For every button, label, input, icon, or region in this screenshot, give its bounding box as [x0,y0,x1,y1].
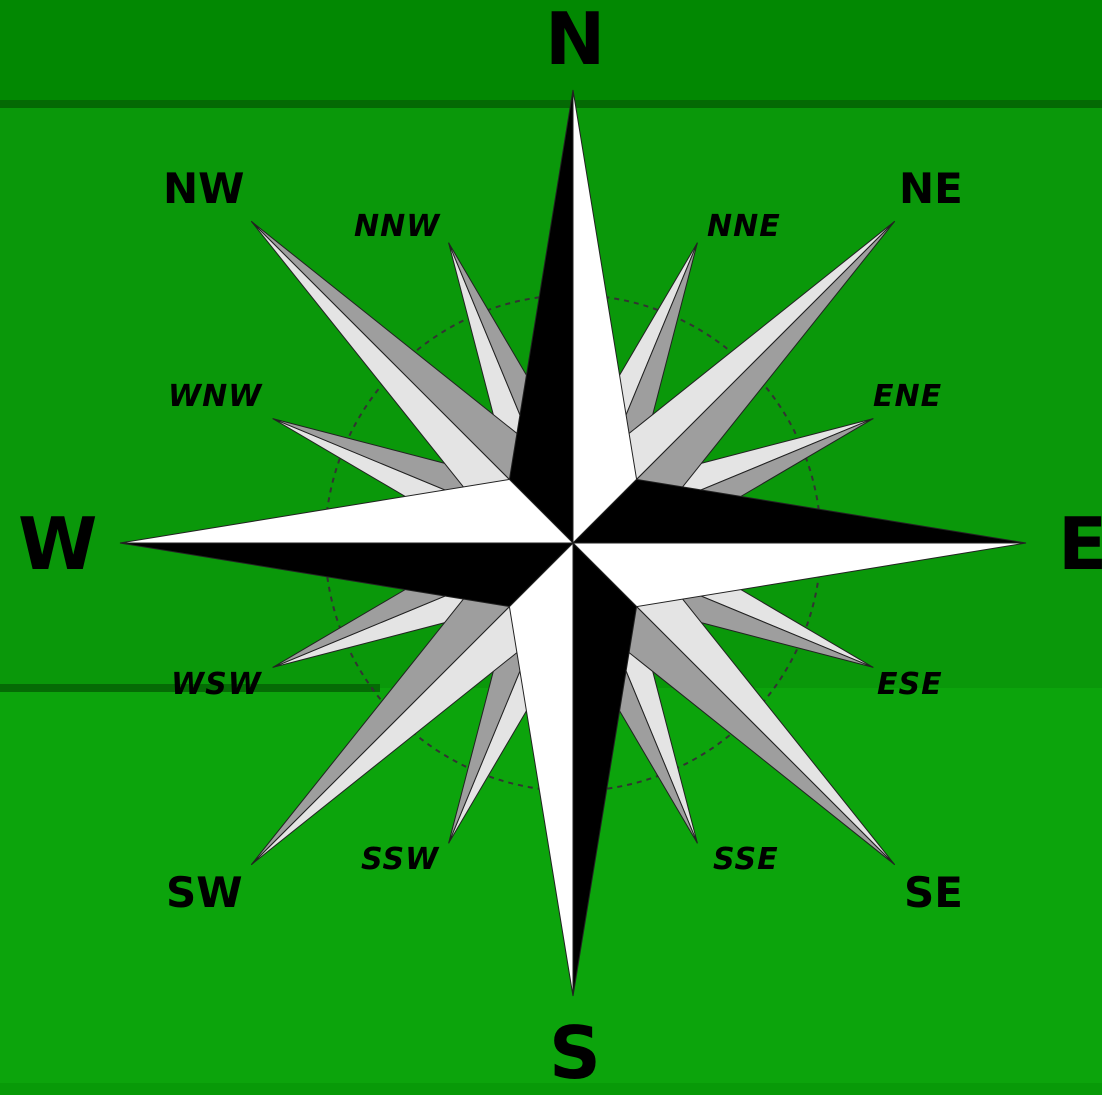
label-northwest: NW [163,168,244,210]
label-northeast: NE [899,168,963,210]
label-west: W [18,508,97,580]
label-east-southeast: ESE [877,670,943,700]
label-east: E [1058,508,1102,580]
label-north-northwest: NNW [354,212,440,242]
label-southeast: SE [904,872,963,914]
point-e-left-half [573,479,1026,543]
label-south: S [549,1017,601,1089]
point-w-left-half [120,543,573,607]
label-east-northeast: ENE [873,382,942,412]
label-north-northeast: NNE [707,212,781,242]
point-n-left-half [509,90,573,543]
point-n-right-half [573,90,637,543]
point-s-right-half [509,543,573,996]
label-north: N [545,3,605,75]
point-s-left-half [573,543,637,996]
label-southwest: SW [166,872,243,914]
label-west-southwest: WSW [171,670,262,700]
label-south-southeast: SSE [713,845,779,875]
point-e-right-half [573,543,1026,607]
point-w-right-half [120,479,573,543]
label-south-southwest: SSW [361,845,439,875]
label-west-northwest: WNW [168,382,262,412]
